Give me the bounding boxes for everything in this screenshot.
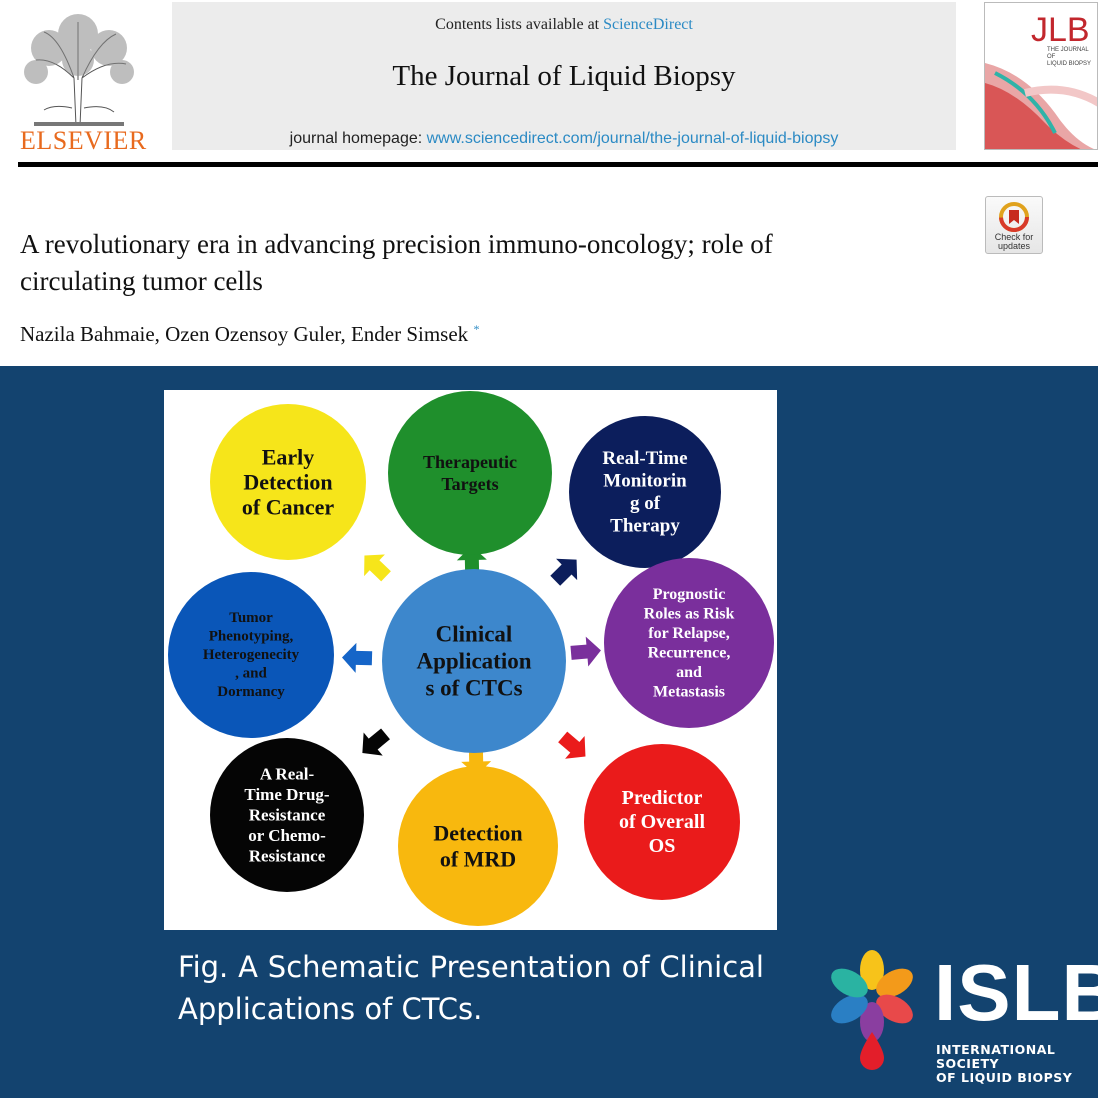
tumor-phenotyping-circle xyxy=(168,572,334,738)
tumor-phenotyping-line: Heterogenecity xyxy=(203,647,300,663)
cover-subtitle-line2: LIQUID BIOPSY xyxy=(1047,61,1092,67)
elsevier-tree-logo xyxy=(24,14,134,127)
therapeutic-targets-circle xyxy=(388,391,552,555)
islb-acronym: ISLB xyxy=(934,948,1098,1037)
predictor-os-line: OS xyxy=(649,835,676,857)
journal-banner: Contents lists available at ScienceDirec… xyxy=(172,2,956,150)
center-line: Clinical xyxy=(436,622,513,647)
header-divider xyxy=(18,162,1098,167)
drug-resistance-circle xyxy=(210,738,364,892)
prognostic-roles-line: Prognostic xyxy=(653,586,726,603)
predictor-os-circle xyxy=(584,744,740,900)
real-time-monitoring-arrow xyxy=(550,558,578,586)
drug-resistance-line: Resistance xyxy=(249,806,326,825)
tumor-phenotyping-line: Tumor xyxy=(229,610,273,626)
tumor-phenotyping-line: Phenotyping, xyxy=(209,629,294,645)
figure-caption: Fig. A Schematic Presentation of Clinica… xyxy=(178,950,764,1026)
article-title-line1: A revolutionary era in advancing precisi… xyxy=(20,229,773,259)
detection-mrd-circle xyxy=(398,766,558,926)
cover-jlb: JLB xyxy=(1031,11,1090,49)
check-updates-icon xyxy=(999,202,1029,232)
prognostic-roles-arrow xyxy=(570,636,601,667)
tumor-phenotyping-arrow xyxy=(342,642,373,673)
early-detection-line: Detection xyxy=(243,470,332,495)
prognostic-roles-line: and xyxy=(676,664,702,681)
drug-resistance-arrow xyxy=(362,728,390,756)
prognostic-roles-line: Roles as Risk xyxy=(644,605,735,622)
check-updates-line1: Check for xyxy=(994,232,1034,242)
article-title: A revolutionary era in advancing precisi… xyxy=(20,226,920,300)
authors-text: Nazila Bahmaie, Ozen Ozensoy Guler, Ende… xyxy=(20,322,469,346)
cover-art xyxy=(985,63,1097,149)
detection-mrd-line: of MRD xyxy=(440,847,516,872)
islb-name-line2: OF LIQUID BIOPSY xyxy=(936,1070,1073,1085)
drug-resistance-line: Time Drug- xyxy=(244,785,329,804)
islb-flower-logo xyxy=(831,950,913,1070)
drug-resistance-line: or Chemo- xyxy=(248,826,326,845)
center-line: s of CTCs xyxy=(425,676,522,701)
early-detection-line: of Cancer xyxy=(242,495,334,520)
islb-full-name: INTERNATIONAL SOCIETY OF LIQUID BIOPSY xyxy=(936,1043,1098,1085)
tumor-phenotyping-line: Dormancy xyxy=(217,684,285,700)
article-title-line2: circulating tumor cells xyxy=(20,266,263,296)
center-circle xyxy=(382,569,566,753)
cover-subtitle-line1: THE JOURNAL OF xyxy=(1047,47,1089,60)
homepage-link[interactable]: www.sciencedirect.com/journal/the-journa… xyxy=(426,130,839,147)
islb-name-line1: INTERNATIONAL SOCIETY xyxy=(936,1042,1056,1071)
contents-line: Contents lists available at ScienceDirec… xyxy=(172,16,956,34)
check-updates-line2: updates xyxy=(997,241,1031,251)
center-line: Application xyxy=(416,649,531,674)
check-for-updates-button[interactable]: Check for updates xyxy=(985,196,1043,254)
contents-prefix: Contents lists available at xyxy=(435,16,604,33)
check-updates-label: Check for updates xyxy=(986,233,1042,251)
therapeutic-targets-line: Therapeutic xyxy=(423,452,517,472)
predictor-os-line: Predictor xyxy=(622,787,703,809)
journal-cover[interactable]: JLB THE JOURNAL OF LIQUID BIOPSY xyxy=(984,2,1098,150)
detection-mrd-line: Detection xyxy=(433,821,522,846)
predictor-os-line: of Overall xyxy=(619,811,706,833)
drug-resistance-line: Resistance xyxy=(249,847,326,866)
homepage-line: journal homepage: www.sciencedirect.com/… xyxy=(172,130,956,148)
prognostic-roles-circle xyxy=(604,558,774,728)
journal-title: The Journal of Liquid Biopsy xyxy=(392,60,736,92)
real-time-monitoring-line: Monitorin xyxy=(603,470,687,491)
therapeutic-targets-line: Targets xyxy=(441,474,498,494)
early-detection-line: Early xyxy=(262,445,315,470)
corresponding-author-mark[interactable]: * xyxy=(473,322,480,336)
homepage-label: journal homepage: xyxy=(289,130,427,147)
early-detection-arrow xyxy=(364,554,391,582)
real-time-monitoring-circle xyxy=(569,416,721,568)
prognostic-roles-line: Recurrence, xyxy=(648,644,731,661)
sciencedirect-link[interactable]: ScienceDirect xyxy=(603,16,693,33)
real-time-monitoring-line: Real-Time xyxy=(602,448,687,469)
tumor-phenotyping-line: , and xyxy=(235,666,267,682)
predictor-os-arrow xyxy=(558,731,586,759)
author-list: Nazila Bahmaie, Ozen Ozensoy Guler, Ende… xyxy=(20,322,479,347)
early-detection-circle xyxy=(210,404,366,560)
prognostic-roles-line: Metastasis xyxy=(653,683,725,700)
journal-header: ELSEVIER Contents lists available at Sci… xyxy=(0,0,1098,366)
cover-subtitle: THE JOURNAL OF LIQUID BIOPSY xyxy=(1047,47,1097,68)
real-time-monitoring-line: Therapy xyxy=(610,515,680,536)
real-time-monitoring-line: g of xyxy=(630,493,661,514)
elsevier-wordmark: ELSEVIER xyxy=(20,126,147,155)
drug-resistance-line: A Real- xyxy=(260,765,315,784)
prognostic-roles-line: for Relapse, xyxy=(648,625,729,642)
